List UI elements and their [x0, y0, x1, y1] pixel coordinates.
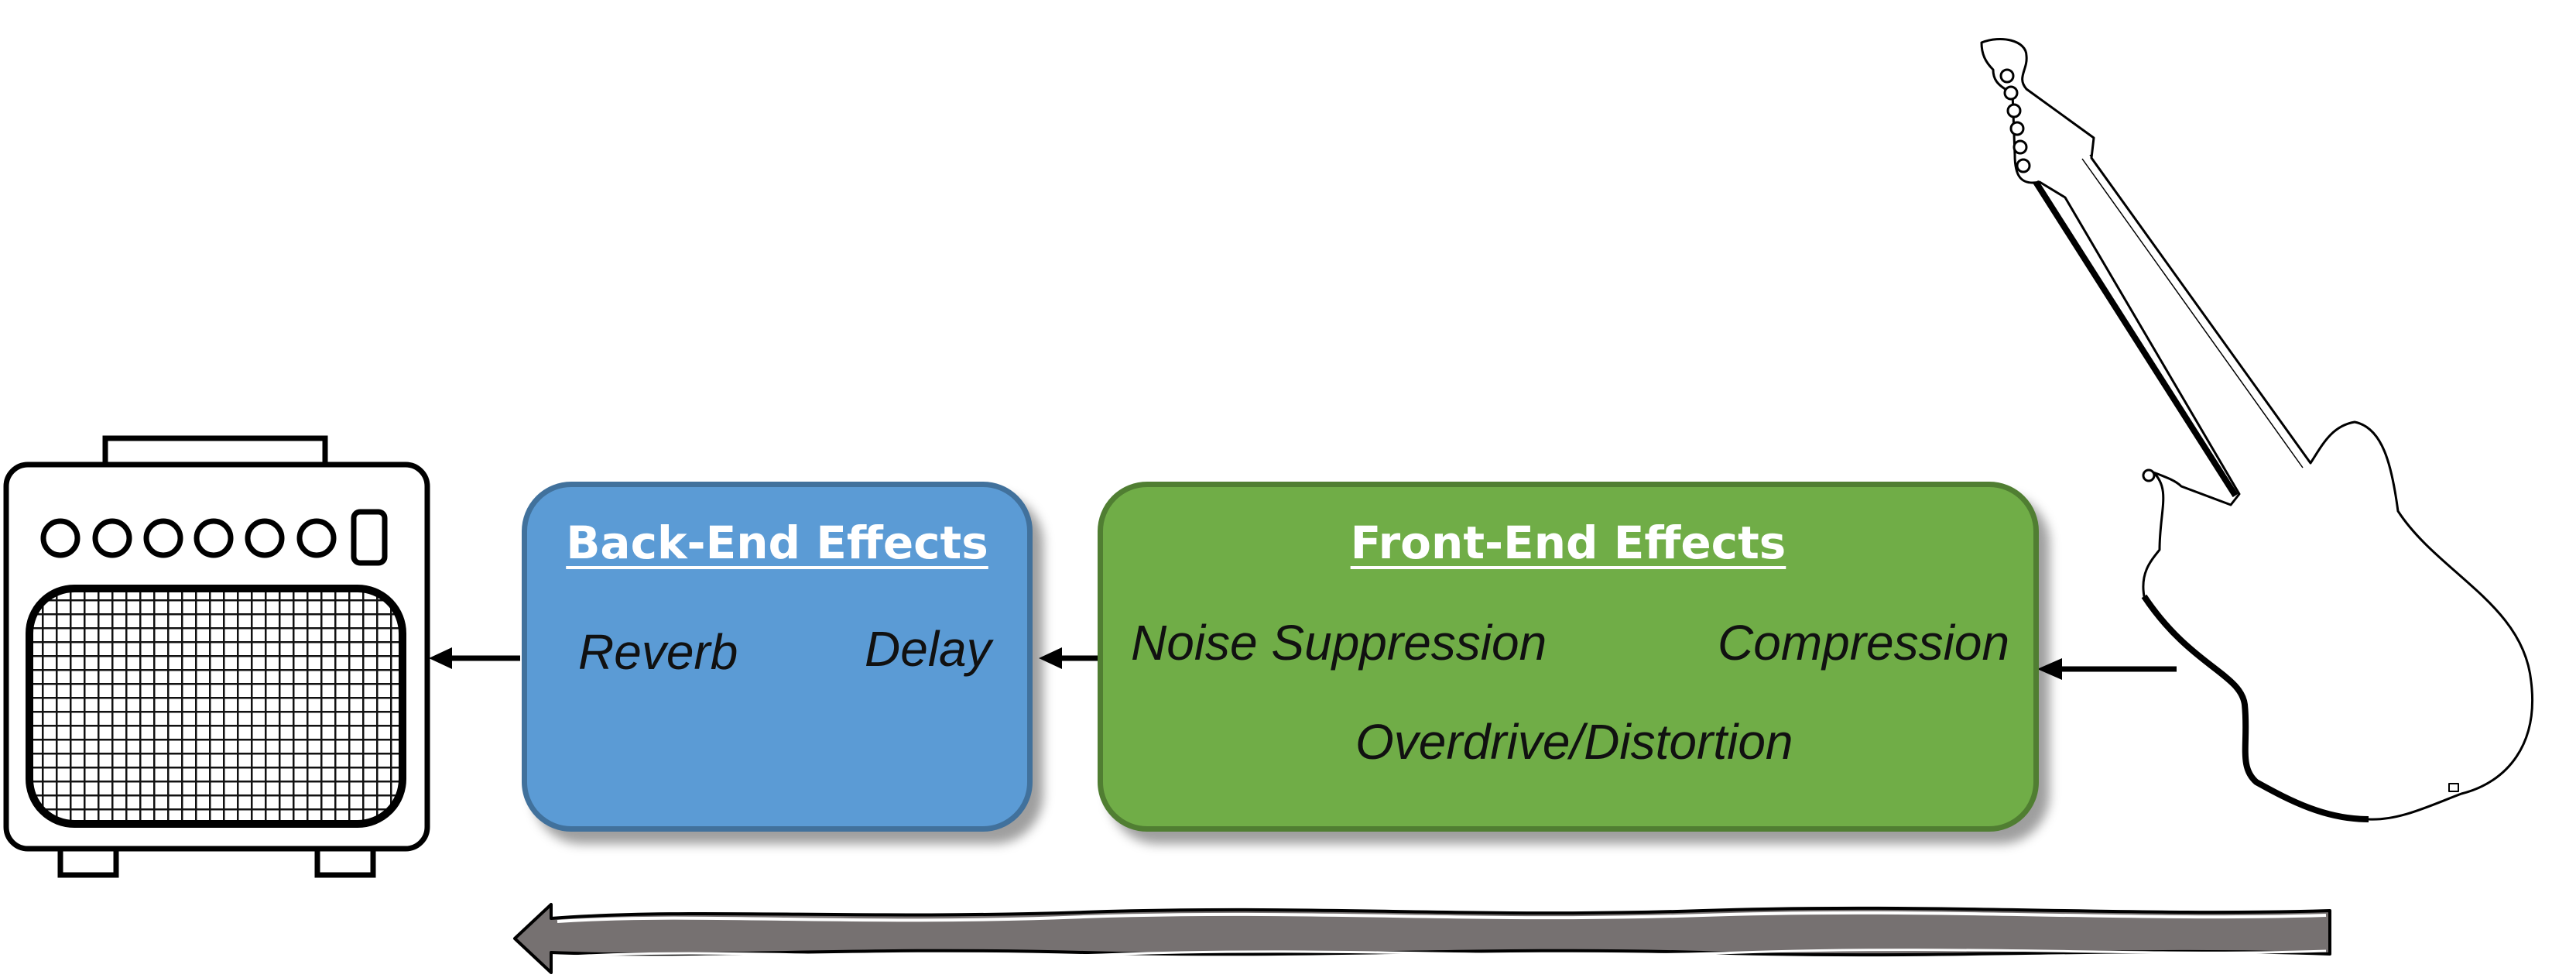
front-end-effects-box: Front-End Effects Noise Suppression Comp… [1098, 482, 2039, 832]
front-end-effects-title: Front-End Effects [1350, 516, 1786, 569]
front-end-to-back-end-arrow [1039, 647, 1098, 669]
effect-overdrive-distortion: Overdrive/Distortion [1355, 714, 1793, 770]
back-end-effects-title: Back-End Effects [566, 516, 988, 569]
effect-noise-suppression: Noise Suppression [1131, 615, 1547, 671]
signal-flow-arrow [513, 903, 2331, 974]
effect-delay: Delay [865, 621, 992, 677]
back-end-to-amplifier-arrow [429, 647, 520, 669]
amplifier-icon [3, 435, 430, 878]
guitar-to-front-end-arrow [2037, 658, 2177, 680]
effect-compression: Compression [1718, 615, 2010, 671]
effect-reverb: Reverb [578, 624, 738, 680]
back-end-effects-box: Back-End Effects Reverb Delay [522, 482, 1033, 832]
guitar-icon [1980, 38, 2533, 822]
